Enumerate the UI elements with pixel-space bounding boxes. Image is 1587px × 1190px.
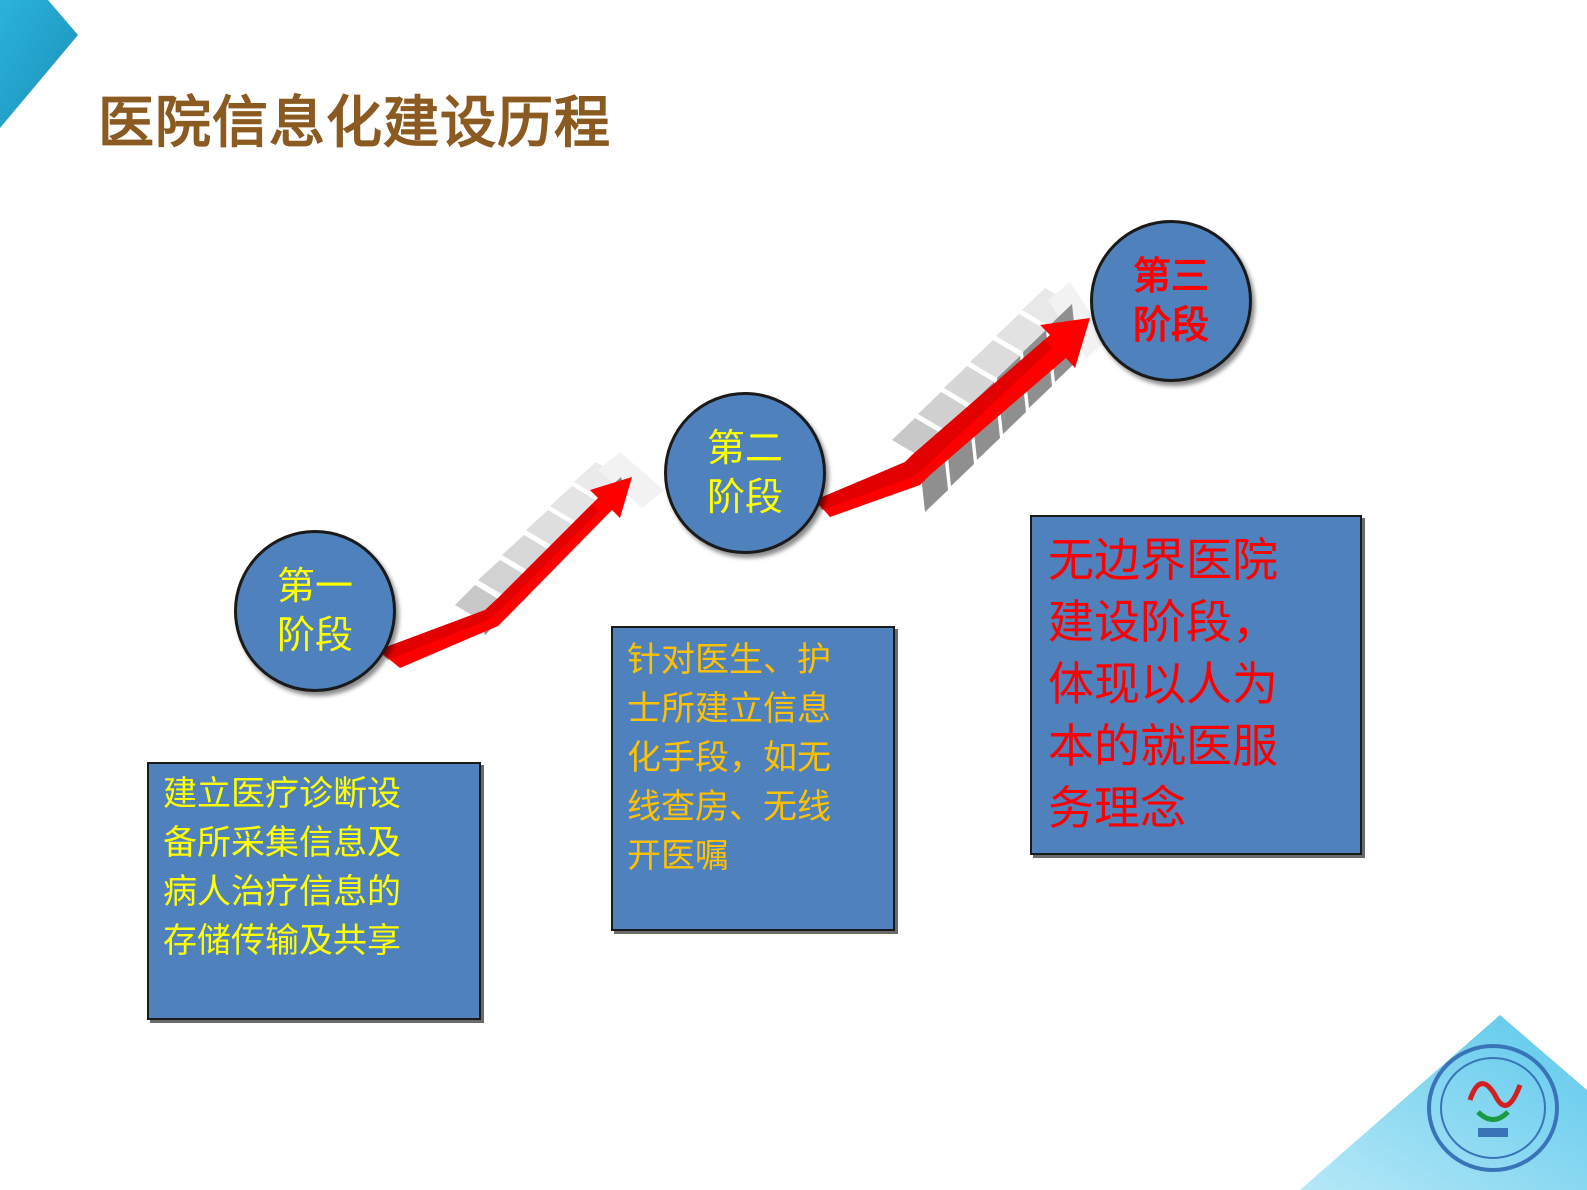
stage-2-label-line1: 第二	[706, 425, 783, 470]
description-line: 务理念	[1048, 781, 1186, 835]
stage-2-description-box: 针对医生、护 士所建立信息 化手段，如无 线查房、无线 开医嘱	[611, 626, 895, 931]
description-line: 线查房、无线	[627, 787, 831, 827]
stage-3-label-line1: 第三	[1132, 253, 1209, 298]
description-line: 备所采集信息及	[163, 823, 401, 863]
stage-2-circle: 第二 阶段	[664, 392, 826, 554]
description-line: 本的就医服	[1048, 719, 1278, 773]
description-line: 开医嘱	[627, 836, 729, 876]
description-line: 体现以人为	[1048, 657, 1278, 711]
stage-1-label-line1: 第一	[276, 563, 353, 608]
description-line: 存储传输及共享	[163, 921, 401, 961]
description-line: 建设阶段，	[1048, 595, 1278, 649]
staircase-arrow-icon	[378, 452, 664, 668]
description-line: 士所建立信息	[627, 689, 831, 729]
staircase-arrow-icon	[815, 282, 1108, 517]
description-line: 无边界医院	[1048, 533, 1278, 587]
page-title: 医院信息化建设历程	[98, 91, 611, 156]
stage-3-label-line2: 阶段	[1132, 303, 1209, 347]
stage-1-label-line2: 阶段	[276, 613, 353, 657]
corner-triangle-icon	[0, 0, 78, 128]
hospital-seal-icon	[1300, 1015, 1587, 1190]
stage-2-label-line2: 阶段	[706, 475, 783, 519]
stage-3-circle: 第三 阶段	[1090, 220, 1252, 382]
description-line: 针对医生、护	[627, 640, 831, 680]
description-line: 病人治疗信息的	[163, 872, 401, 912]
stage-1-circle: 第一 阶段	[234, 530, 396, 692]
stage-3-description-box: 无边界医院 建设阶段， 体现以人为 本的就医服 务理念	[1030, 515, 1362, 855]
stage-1-description-box: 建立医疗诊断设 备所采集信息及 病人治疗信息的 存储传输及共享	[147, 762, 481, 1020]
description-line: 化手段，如无	[627, 738, 831, 778]
description-line: 建立医疗诊断设	[163, 774, 401, 814]
